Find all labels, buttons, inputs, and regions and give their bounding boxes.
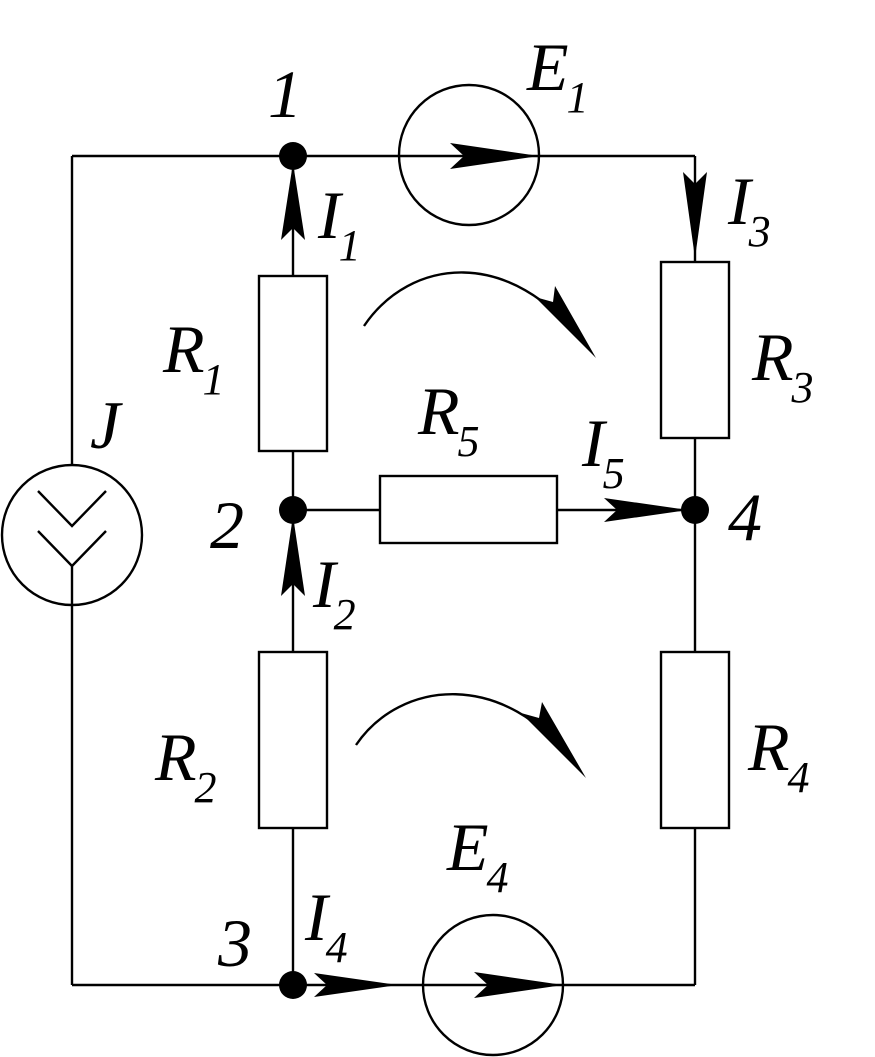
label-i4-main: I (304, 879, 331, 955)
source-e4 (421, 913, 565, 1057)
current-arrow-i1-icon (281, 163, 305, 240)
label-r5-main: R (417, 373, 460, 449)
label-r3: R3 (751, 319, 814, 412)
label-e1-main: E (526, 29, 569, 105)
label-i4-sub: 4 (326, 923, 348, 972)
node-label-1: 1 (268, 56, 302, 132)
node-dot-1 (279, 142, 307, 170)
label-i1-sub: 1 (339, 221, 361, 270)
node-dot-4 (681, 496, 709, 524)
label-e4-sub: 4 (487, 853, 509, 902)
label-i2-sub: 2 (334, 590, 356, 639)
resistor-r5 (378, 474, 559, 545)
loop-arrow-upper-head-icon (535, 286, 596, 358)
label-i3-sub: 3 (748, 207, 771, 256)
label-i2: I2 (312, 546, 356, 639)
resistor-r4 (659, 650, 731, 830)
current-arrow-i4-icon (314, 973, 398, 997)
source-e1-arrow-icon (450, 143, 539, 169)
label-r1-sub: 1 (203, 355, 225, 404)
label-r2-sub: 2 (195, 763, 217, 812)
current-source-j (0, 463, 144, 607)
label-e4: E4 (446, 809, 509, 902)
label-e1-sub: 1 (567, 73, 589, 122)
node-label-2: 2 (210, 487, 244, 563)
loop-arrow-lower (355, 693, 586, 778)
label-i1: I1 (317, 177, 361, 270)
label-r2: R2 (154, 719, 217, 812)
resistor-r3 (659, 260, 731, 440)
label-i5-main: I (581, 405, 608, 481)
node-dot-3 (279, 971, 307, 999)
current-arrow-i5-icon (604, 498, 688, 522)
label-r4: R4 (747, 709, 810, 802)
wires (70, 154, 697, 987)
source-e1 (397, 83, 541, 227)
label-e1: E1 (526, 29, 589, 122)
label-r1: R1 (162, 311, 225, 404)
label-i5-sub: 5 (603, 449, 625, 498)
loop-arrow-upper (363, 271, 596, 358)
label-i5: I5 (581, 405, 625, 498)
current-arrow-i3-icon (683, 172, 707, 258)
source-e4-arrow-icon (474, 972, 563, 998)
node-dot-2 (279, 496, 307, 524)
label-r5: R5 (417, 373, 480, 466)
label-r5-sub: 5 (458, 417, 480, 466)
label-i2-main: I (312, 546, 339, 622)
resistor-r2 (257, 650, 329, 830)
label-r2-main: R (154, 719, 197, 795)
label-i4: I4 (304, 879, 348, 972)
label-i3-main: I (727, 163, 754, 239)
loop-arrow-lower-head-icon (521, 702, 586, 778)
label-e4-main: E (446, 809, 489, 885)
label-r4-sub: 4 (788, 753, 810, 802)
label-i3: I3 (727, 163, 771, 256)
node-label-3: 3 (217, 905, 252, 981)
label-j: J (90, 387, 123, 463)
label-r3-main: R (751, 319, 794, 395)
label-r4-main: R (747, 709, 790, 785)
label-r1-main: R (162, 311, 205, 387)
resistor-r1 (257, 274, 329, 453)
label-i1-main: I (317, 177, 344, 253)
current-source-j-chevron-upper-icon (37, 490, 107, 528)
label-r3-sub: 3 (791, 363, 814, 412)
node-label-4: 4 (728, 479, 762, 555)
current-arrow-i2-icon (281, 516, 305, 596)
